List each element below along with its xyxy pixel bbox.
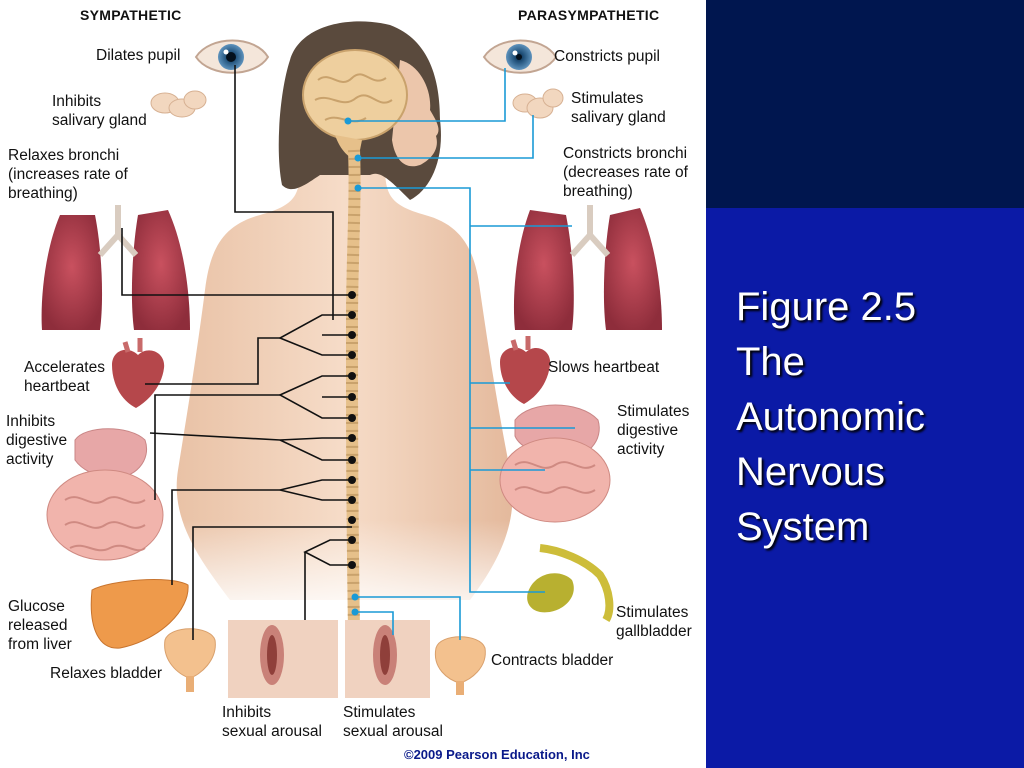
- label-inhibits-salivary: Inhibits salivary gland: [52, 93, 147, 129]
- eye-left-icon: [194, 39, 270, 74]
- genitalia-left-panel: [228, 620, 338, 698]
- label-accelerates-heartbeat: Accelerates heartbeat: [24, 359, 105, 395]
- bladder-right-icon: [434, 636, 486, 695]
- label-constricts-pupil: Constricts pupil: [554, 48, 660, 65]
- slide-title-line: Autonomic: [736, 395, 925, 439]
- lungs-left-icon: [41, 205, 190, 330]
- label-inhibits-digestive: Inhibits digestive activity: [6, 413, 68, 468]
- genitalia-right-panel: [345, 620, 430, 698]
- label-inhibits-arousal: Inhibits sexual arousal: [222, 704, 322, 740]
- slide-title-line: Nervous: [736, 450, 885, 494]
- liver-icon: [90, 579, 189, 649]
- label-stimulates-gallbladder: Stimulates gallbladder: [616, 604, 692, 640]
- parasympathetic-nodes: [344, 117, 362, 616]
- spinal-cord: [345, 149, 361, 631]
- title-panel-bottom: [706, 208, 1024, 768]
- brain-icon: [302, 49, 408, 160]
- salivary-gland-left-icon: [150, 90, 207, 118]
- label-glucose-liver: Glucose released from liver: [8, 598, 72, 653]
- nervous-system-figure: SYMPATHETIC PARASYMPATHETIC Dilates pupi…: [6, 7, 692, 762]
- sympathetic-ganglia: [348, 291, 356, 569]
- salivary-gland-right-icon: [512, 88, 564, 119]
- gallbladder-icon: [527, 544, 614, 623]
- label-relaxes-bladder: Relaxes bladder: [50, 665, 163, 682]
- label-stimulates-salivary: Stimulates salivary gland: [571, 90, 666, 126]
- label-contracts-bladder: Contracts bladder: [491, 652, 614, 669]
- slide-title-line: The: [736, 340, 805, 384]
- sympathetic-header: SYMPATHETIC: [80, 7, 182, 23]
- parasympathetic-header: PARASYMPATHETIC: [518, 7, 660, 23]
- title-panel-top: [706, 0, 1024, 208]
- digestive-right-icon: [499, 404, 611, 523]
- slide-title-line: Figure 2.5: [736, 285, 917, 329]
- lungs-right-icon: [513, 205, 662, 330]
- heart-left-icon: [112, 338, 165, 408]
- anatomy-illustration: [41, 21, 662, 698]
- label-stimulates-arousal: Stimulates sexual arousal: [343, 704, 443, 740]
- slide-title-line: System: [736, 505, 870, 549]
- copyright-notice: ©2009 Pearson Education, Inc: [404, 747, 590, 762]
- label-dilates-pupil: Dilates pupil: [96, 47, 181, 64]
- sympathetic-pathways: [121, 65, 352, 640]
- label-constricts-bronchi: Constricts bronchi (decreases rate of br…: [563, 145, 688, 200]
- parasympathetic-pathways: [348, 68, 575, 640]
- digestive-left-icon: [46, 428, 164, 561]
- slide-title: Figure 2.5 The Autonomic Nervous System: [736, 280, 1016, 555]
- heart-right-icon: [500, 336, 551, 404]
- label-relaxes-bronchi: Relaxes bronchi (increases rate of breat…: [8, 147, 128, 202]
- bladder-left-icon: [164, 628, 216, 692]
- label-slows-heartbeat: Slows heartbeat: [548, 359, 660, 376]
- label-stimulates-digestive: Stimulates digestive activity: [617, 403, 690, 458]
- eye-right-icon: [482, 39, 558, 74]
